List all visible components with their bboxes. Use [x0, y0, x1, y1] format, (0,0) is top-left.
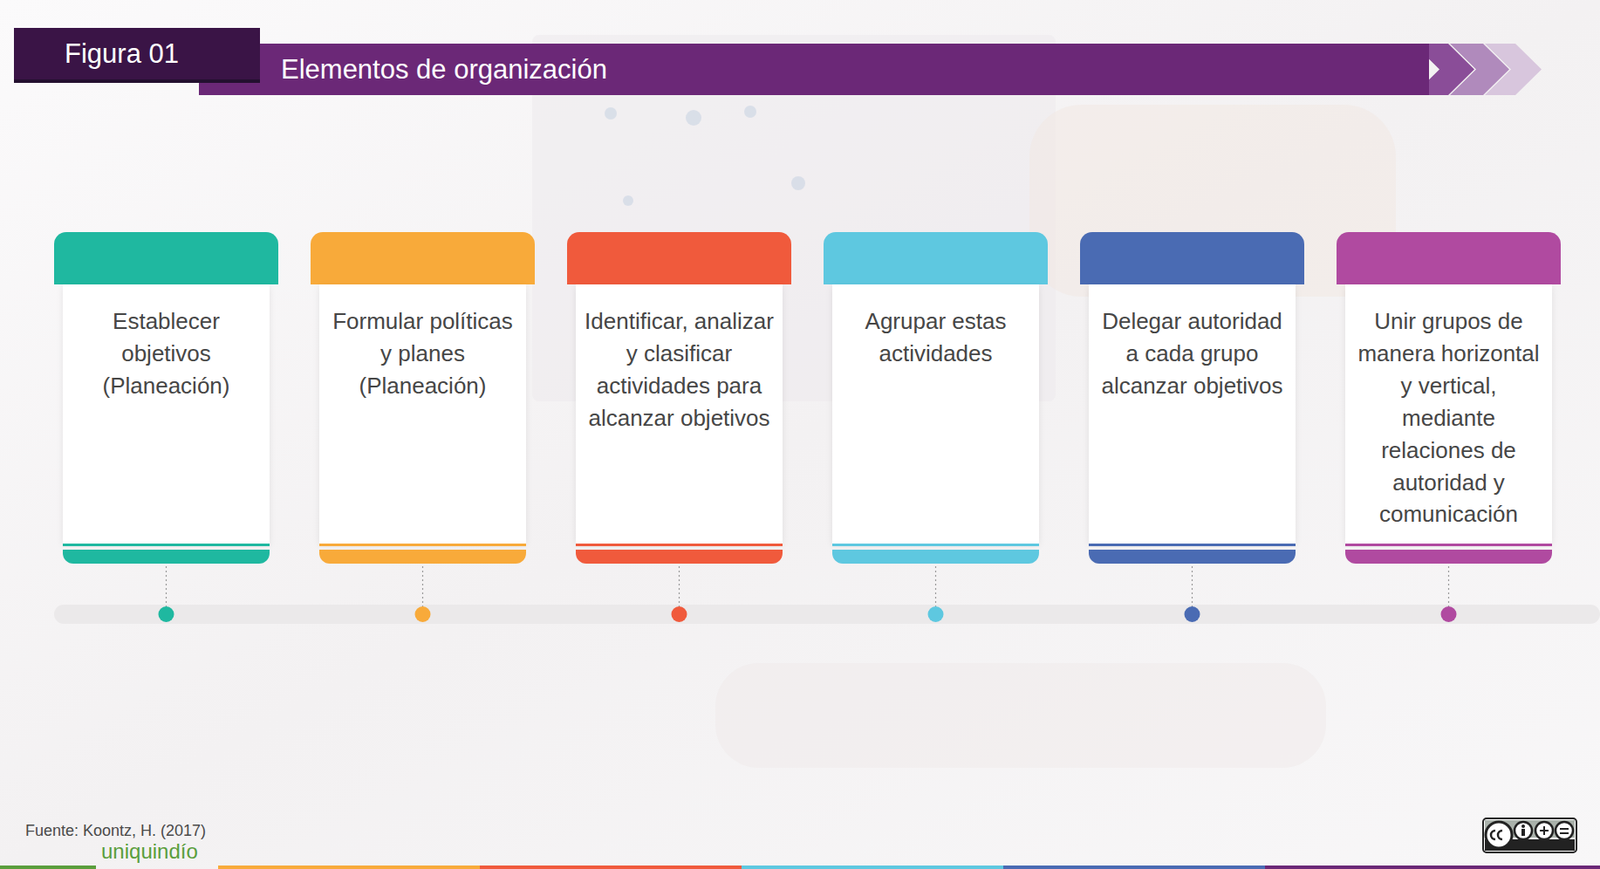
- step-card: Agrupar estas actividades: [823, 232, 1048, 564]
- leader-line: [678, 566, 680, 607]
- card-rule: [832, 543, 1040, 547]
- leader-line: [935, 566, 937, 607]
- timeline-dot: [415, 606, 431, 623]
- card-footer: [832, 549, 1040, 564]
- step-card: Formular políticas y planes (Planeación): [310, 232, 535, 564]
- step-card: Unir grupos de manera horizontal y verti…: [1336, 232, 1561, 564]
- step-text: Identificar, analizar y clasificar activ…: [582, 305, 776, 435]
- timeline-dot: [1184, 606, 1201, 623]
- card-footer: [62, 549, 270, 564]
- card-body: Identificar, analizar y clasificar activ…: [575, 284, 783, 544]
- card-body: Delegar autoridad a cada grupo alcanzar …: [1088, 284, 1296, 544]
- leader-line: [1191, 566, 1193, 607]
- card-header: [310, 232, 535, 285]
- card-rule: [319, 543, 527, 547]
- step-text: Delegar autoridad a cada grupo alcanzar …: [1095, 305, 1289, 403]
- step-text: Unir grupos de manera horizontal y verti…: [1352, 305, 1546, 531]
- card-header: [823, 232, 1048, 285]
- title-band: Elementos de organización: [198, 43, 1430, 96]
- figure-number: Figura 01: [13, 27, 260, 80]
- logo-text: uniquindío: [101, 839, 199, 864]
- card-header: [1080, 232, 1305, 285]
- card-body: Formular políticas y planes (Planeación): [319, 284, 527, 544]
- figure-tag: Figura 01: [13, 27, 260, 80]
- card-body: Unir grupos de manera horizontal y verti…: [1345, 284, 1553, 544]
- timeline-dot: [671, 606, 688, 623]
- card-header: [567, 232, 792, 285]
- leader-line: [165, 566, 167, 607]
- timeline-track: [54, 604, 1600, 624]
- title: Elementos de organización: [280, 43, 608, 96]
- card-body: Agrupar estas actividades: [832, 284, 1040, 544]
- timeline-dot: [158, 606, 175, 623]
- card-rule: [62, 543, 270, 547]
- step-text: Establecer objetivos (Planeación): [69, 305, 263, 403]
- card-rule: [1345, 543, 1553, 547]
- leader-line: [1448, 566, 1450, 607]
- step-card: Establecer objetivos (Planeación): [54, 232, 279, 564]
- card-header: [1336, 232, 1561, 285]
- step-text: Agrupar estas actividades: [839, 305, 1033, 370]
- card-footer: [1088, 549, 1296, 564]
- timeline-dot: [1441, 606, 1457, 623]
- step-text: Formular políticas y planes (Planeación): [326, 305, 520, 403]
- card-rule: [1088, 543, 1296, 547]
- card-body: Establecer objetivos (Planeación): [62, 284, 270, 544]
- card-rule: [575, 543, 783, 547]
- card-footer: [319, 549, 527, 564]
- card-footer: [575, 549, 783, 564]
- source-note: Fuente: Koontz, H. (2017): [25, 821, 206, 841]
- leader-line: [422, 566, 424, 607]
- card-header: [54, 232, 279, 285]
- timeline-dot: [928, 606, 944, 623]
- step-card: Identificar, analizar y clasificar activ…: [567, 232, 792, 564]
- step-card: Delegar autoridad a cada grupo alcanzar …: [1080, 232, 1305, 564]
- card-footer: [1345, 549, 1553, 564]
